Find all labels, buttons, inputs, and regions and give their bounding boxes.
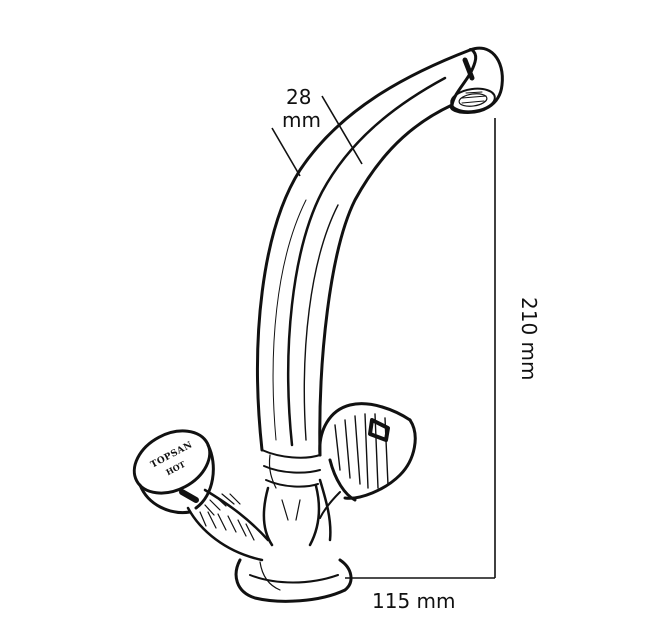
spout-inner-edge (318, 103, 454, 457)
aerator (449, 46, 504, 115)
diameter-unit: mm (282, 108, 321, 132)
body-column (262, 484, 321, 547)
spout-reflection (303, 204, 339, 441)
left-valve (186, 488, 270, 562)
reach-label: 115 mm (372, 589, 456, 613)
spout-highlight (287, 76, 447, 447)
height-label: 210 mm (517, 297, 541, 381)
diameter-value: 28 (286, 85, 311, 109)
neck-collar (261, 449, 321, 489)
right-handle (318, 402, 417, 542)
handle-label: TOPSAN HOT (149, 440, 194, 477)
aerator-mesh (450, 87, 496, 113)
spout-shade-line (272, 199, 307, 441)
diameter-leader-left (271, 127, 301, 177)
faucet-drawing (132, 46, 504, 603)
left-handle (132, 429, 215, 515)
base-flange (234, 558, 353, 603)
diameter-dimension (271, 95, 363, 177)
diameter-leader-right (321, 95, 363, 165)
spout-outer-edge (256, 48, 472, 452)
